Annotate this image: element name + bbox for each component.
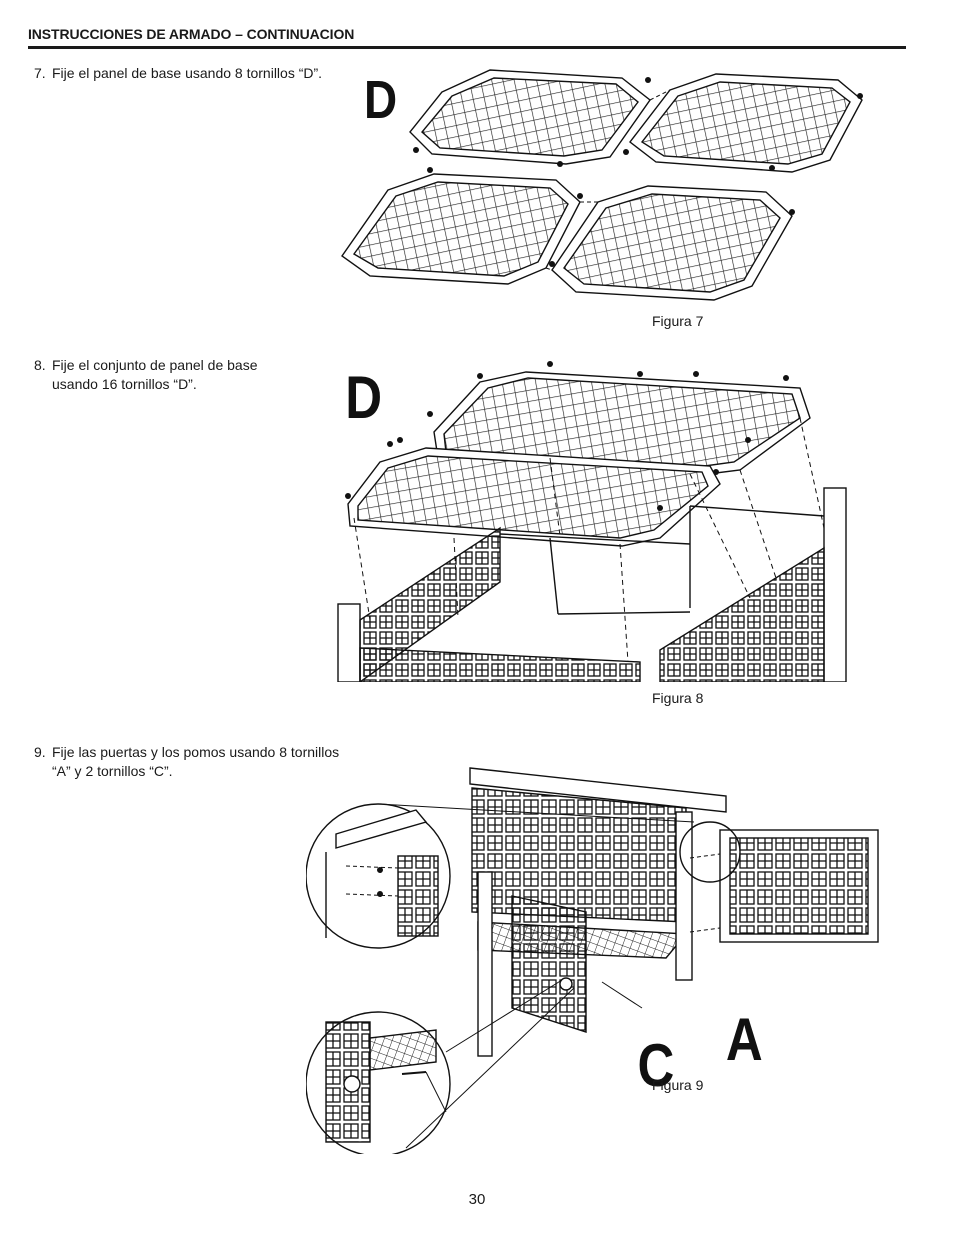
step-8: 8. Fije el conjunto de panel de base usan… — [34, 356, 257, 394]
step-text-line1: Fije el conjunto de panel de base — [52, 357, 258, 373]
step-number: 9. — [34, 744, 46, 760]
cabinet-back-lattice — [471, 787, 687, 923]
door-knob — [559, 977, 573, 991]
step-9: 9. Fije las puertas y los pomos usando 8 … — [34, 743, 339, 781]
figure-8-label-d: D — [345, 364, 382, 431]
figure-8-illustration: D — [337, 361, 847, 682]
step-7: 7. Fije el panel de base usando 8 tornill… — [34, 64, 322, 83]
step-text-line1: Fije las puertas y los pomos usando 8 to… — [52, 744, 340, 760]
figure-9-illustration: C A — [306, 767, 879, 1154]
lattice-side-panel-right — [659, 546, 825, 682]
figure-8-caption: Figura 8 — [652, 690, 704, 706]
figure-7-caption: Figura 7 — [652, 313, 704, 329]
header-title: INSTRUCCIONES DE ARMADO – CONTINUACION — [28, 26, 355, 42]
screws-d — [345, 361, 789, 511]
figure-7-illustration: D — [341, 69, 863, 301]
page-header: INSTRUCCIONES DE ARMADO – CONTINUACION — [28, 25, 906, 49]
step-number: 8. — [34, 357, 46, 373]
cabinet-door — [511, 895, 587, 1033]
cabinet-leg-left — [477, 871, 493, 1057]
step-text-line2: usando 16 tornillos “D”. — [52, 376, 197, 392]
corner-post-right — [823, 487, 847, 682]
step-number: 7. — [34, 65, 46, 81]
cabinet-top — [469, 767, 727, 813]
step-text-line2: “A” y 2 tornillos “C”. — [52, 763, 173, 779]
figure-7-label-d: D — [364, 70, 397, 130]
figure-9-label-c: C — [638, 1032, 675, 1099]
lattice-front-panel — [359, 647, 641, 682]
page-number: 30 — [468, 1191, 486, 1208]
detail-circle-hinge — [679, 821, 741, 883]
corner-post-left — [337, 603, 361, 682]
screws-d — [413, 77, 863, 267]
figure-9-label-a: A — [726, 1006, 763, 1073]
figure-9-caption: Figura 9 — [652, 1077, 704, 1093]
step-text: Fije el panel de base usando 8 tornillos… — [52, 65, 323, 81]
